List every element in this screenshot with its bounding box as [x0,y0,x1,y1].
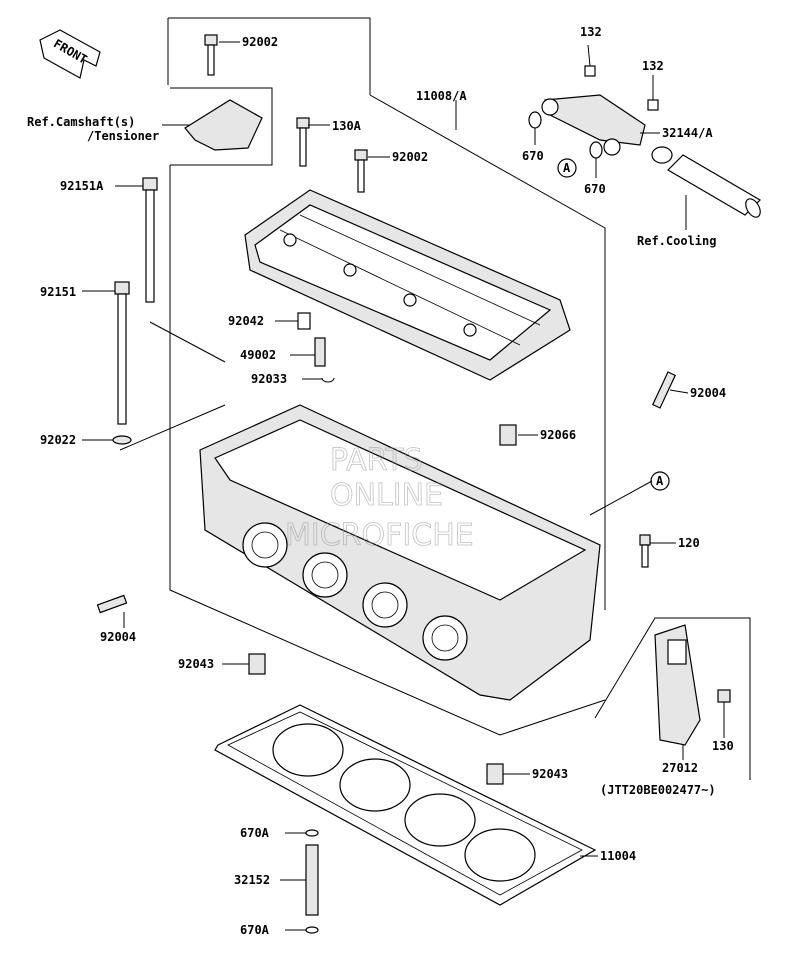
dowel-92043-left [248,653,266,675]
label-92004-left: 92004 [100,630,136,644]
label-ref-cooling: Ref.Cooling [637,234,716,248]
label-120: 120 [678,536,700,550]
bolt-130 [717,689,731,703]
bracket-27012 [654,624,701,746]
label-27012: 27012 [662,761,698,775]
label-670A-top: 670A [240,826,270,840]
label-11008A: 11008/A [416,89,467,103]
hose-clamp [651,146,673,164]
stud-92004-left [96,594,128,614]
oring-670A-bottom [305,926,319,934]
oring-670-2 [589,141,603,159]
label-32152: 32152 [234,873,270,887]
leader-lines [82,41,725,931]
label-92033: 92033 [251,372,287,386]
bracket-box [594,617,751,780]
assembly-frame [119,94,606,736]
camshaft-reference-box [162,17,371,166]
callout-a-right-label: A [656,474,664,488]
label-92043-left: 92043 [178,657,214,671]
bolt-120 [639,534,651,568]
label-132-a: 132 [580,25,602,39]
label-670A-bottom: 670A [240,923,270,937]
oring-670-1 [528,111,542,129]
bolt-92151A [142,177,158,303]
water-fitting-32144A [541,65,659,156]
label-11004: 11004 [600,849,636,863]
label-ref-camshaft: Ref.Camshaft(s) [27,115,135,129]
watermark-line-1: PARTS [330,443,423,478]
front-arrow-marker: FRONT [39,29,101,79]
head-gasket-11004 [214,704,597,906]
bolt-130A [296,117,310,167]
watermark-line-3: MICROFICHE [285,518,474,553]
camshaft-holder-cap [244,189,571,381]
label-92066: 92066 [540,428,576,442]
label-49002: 49002 [240,348,276,362]
label-serial-note: (JTT20BE002477~) [600,783,716,797]
washer-92022 [112,435,132,445]
dowel-92066 [499,424,517,446]
label-130A: 130A [332,119,362,133]
label-92002-mid: 92002 [392,150,428,164]
bolt-92002-top [204,34,218,76]
cylinder-head [199,404,601,701]
watermark-line-2: ONLINE [330,478,443,513]
label-32144A: 32144/A [662,126,713,140]
label-92151: 92151 [40,285,76,299]
label-92004-right: 92004 [690,386,726,400]
label-132-b: 132 [642,59,664,73]
oring-670A-top [305,829,319,837]
label-92042: 92042 [228,314,264,328]
label-92002-top: 92002 [242,35,278,49]
dowel-92042 [297,312,311,330]
label-92151A: 92151A [60,179,104,193]
cooling-hose [667,154,761,218]
label-92022: 92022 [40,433,76,447]
clip-92033 [321,377,335,383]
label-670-b: 670 [584,182,606,196]
bolt-92151 [114,281,130,425]
label-ref-tensioner: /Tensioner [87,129,159,143]
label-670-a: 670 [522,149,544,163]
label-92043-right: 92043 [532,767,568,781]
label-130: 130 [712,739,734,753]
valve-49002 [314,337,326,367]
callout-a-upper [557,158,577,178]
bolt-92002-mid [354,149,368,193]
watermark: PARTS ONLINE MICROFICHE [285,443,475,554]
callout-a-upper-label: A [563,161,571,175]
stud-92004-right [651,371,677,409]
dowel-92043-right [486,763,504,785]
pipe-32152 [305,844,319,916]
